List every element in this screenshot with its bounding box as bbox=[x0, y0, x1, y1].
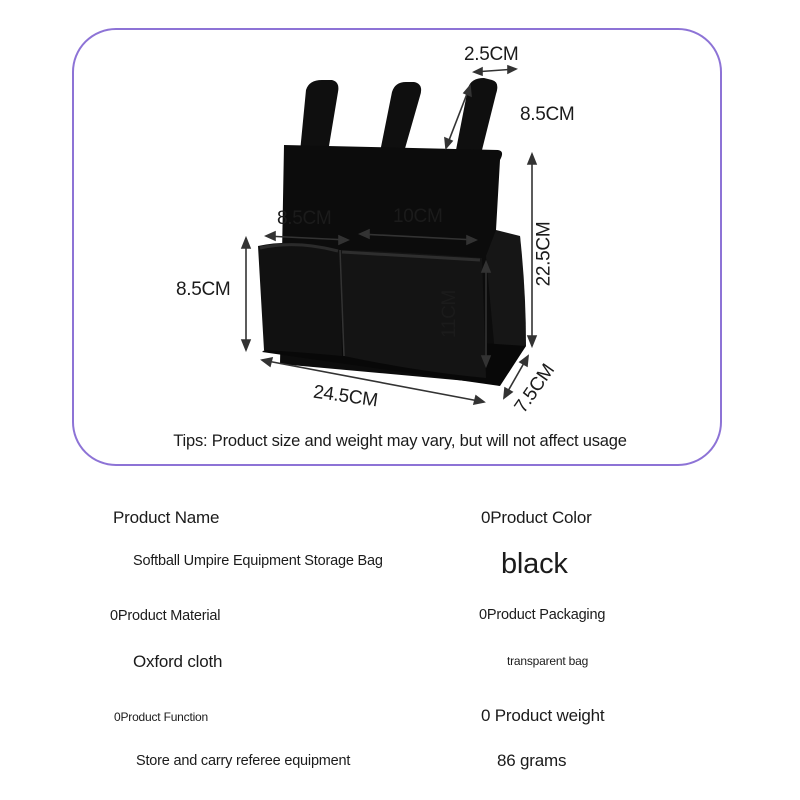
strap-width-label: 2.5CM bbox=[464, 44, 519, 65]
left-pocket bbox=[258, 242, 342, 356]
right-pocket-width-label: 10CM bbox=[393, 206, 443, 227]
product-name-value: Softball Umpire Equipment Storage Bag bbox=[133, 553, 383, 569]
right-strap bbox=[456, 78, 498, 150]
tips-note: Tips: Product size and weight may vary, … bbox=[173, 432, 627, 450]
product-packaging-value: transparent bag bbox=[507, 654, 589, 668]
right-pocket bbox=[340, 250, 486, 378]
product-color-label: 0Product Color bbox=[481, 508, 592, 527]
body-height-label: 22.5CM bbox=[533, 221, 555, 287]
product-color-value: black bbox=[501, 548, 568, 580]
inner-pocket-height-label: 11CM bbox=[439, 289, 461, 339]
middle-strap bbox=[380, 82, 422, 152]
product-weight-label: 0 Product weight bbox=[481, 706, 605, 725]
product-weight-value: 86 grams bbox=[497, 751, 567, 770]
strap-height-label: 8.5CM bbox=[520, 104, 575, 125]
product-material-value: Oxford cloth bbox=[133, 652, 223, 671]
product-function-value: Store and carry referee equipment bbox=[136, 753, 351, 769]
left-pocket-width-label: 8.5CM bbox=[277, 208, 332, 229]
pocket-height-label: 8.5CM bbox=[176, 279, 231, 300]
product-name-label: Product Name bbox=[113, 508, 220, 527]
dimension-arrows bbox=[240, 64, 538, 406]
product-function-label: 0Product Function bbox=[114, 710, 208, 724]
product-packaging-label: 0Product Packaging bbox=[479, 607, 606, 623]
product-material-label: 0Product Material bbox=[110, 608, 221, 624]
left-strap bbox=[300, 80, 339, 152]
